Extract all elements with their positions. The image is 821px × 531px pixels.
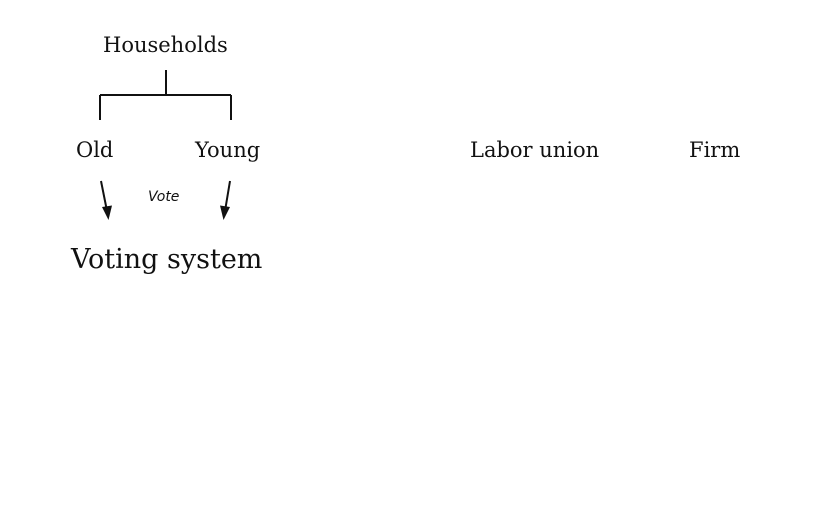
vote-label: Vote	[148, 189, 180, 205]
households-node: Households	[103, 33, 228, 57]
arrow-old-to-voting	[100, 180, 112, 220]
young-node: Young	[195, 138, 261, 162]
arrow-young-to-voting	[220, 180, 231, 220]
firm-node: Firm	[689, 138, 741, 162]
old-node: Old	[76, 138, 114, 162]
voting-system-node: Voting system	[71, 244, 263, 275]
labor-union-node: Labor union	[470, 138, 600, 162]
